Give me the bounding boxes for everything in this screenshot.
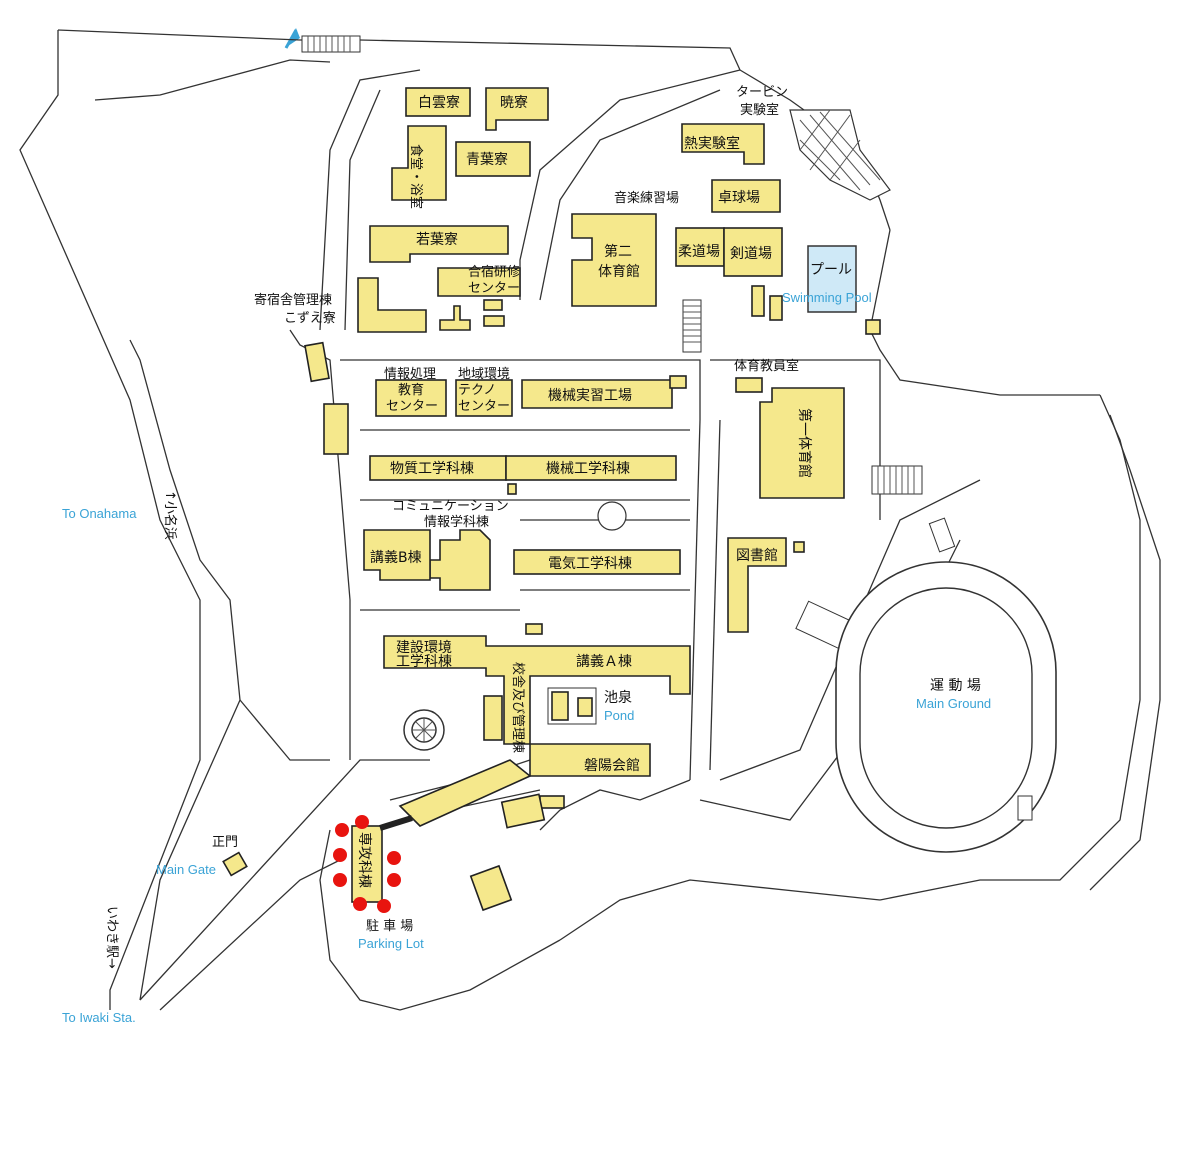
pool [807, 245, 857, 313]
label-kensetsu1: 建設環境 [396, 640, 452, 656]
label-pool: プール [810, 262, 852, 278]
label-shokudo: 食堂・浴室 [408, 144, 424, 209]
label-bayo: 磐陽会館 [584, 757, 640, 774]
label-denki: 電気工学科棟 [548, 556, 632, 572]
label-gyo: 暁寮 [500, 94, 528, 111]
building-gasshuku-annex [439, 305, 471, 331]
turbine-area [789, 109, 891, 201]
label-joho3: センター [386, 399, 438, 414]
label-main-gate: Main Gate [156, 862, 216, 877]
buildings [222, 87, 881, 912]
label-hakuun: 白雲寮 [418, 94, 460, 111]
building-kensetsu [383, 635, 691, 745]
label-to-iwaki: To Iwaki Sta. [62, 1010, 136, 1025]
label-takkyu: 卓球場 [718, 190, 760, 206]
building-kikai [505, 455, 677, 481]
label-parking: Parking Lot [358, 936, 424, 951]
label-chiiki2: テクノ [458, 383, 496, 398]
label-kishuku-kanri: 寄宿舎管理棟 [254, 292, 332, 308]
building-gasshuku [437, 267, 521, 297]
label-joho1: 情報処理 [384, 367, 436, 382]
label-turbine1: タービン [736, 85, 788, 100]
label-kikai: 機械工学科棟 [546, 461, 630, 477]
building-kozue [357, 277, 427, 333]
label-chiiki3: センター [458, 399, 510, 414]
label-chushajo: 駐 車 場 [366, 919, 413, 934]
label-kendo: 剣道場 [730, 246, 772, 262]
label-onahama-jp: ↑小名浜 [162, 490, 178, 540]
label-comm1: コミュニケーション [392, 499, 509, 514]
label-turbine2: 実験室 [740, 102, 779, 118]
label-kozue: こずえ寮 [284, 310, 336, 326]
label-dai2-1: 第二 [604, 243, 632, 260]
roundabout-icon [403, 501, 627, 751]
label-seiyo: 青葉寮 [466, 151, 508, 168]
building-link [398, 759, 532, 827]
label-kensetsu2: 工学科棟 [396, 654, 452, 670]
north-arrow-icon [284, 28, 300, 49]
label-main-ground: Main Ground [916, 696, 991, 711]
label-chisen: 池泉 [604, 689, 632, 706]
building-kishuku-kanri [304, 341, 330, 383]
label-seimon: 正門 [212, 835, 238, 850]
label-comm2: 情報学科棟 [424, 514, 489, 530]
building-bayo [529, 743, 651, 777]
label-ongaku: 音楽練習場 [614, 190, 679, 206]
label-center: センター [468, 281, 520, 296]
building-netsu [681, 123, 765, 165]
building-denki [513, 549, 681, 575]
running-track [835, 517, 1057, 853]
building-wakaba [369, 225, 509, 263]
label-toshokan: 図書館 [736, 547, 778, 564]
building-kendo [723, 227, 783, 277]
label-dai2-2: 体育館 [598, 263, 640, 280]
building-shokudo [391, 125, 447, 201]
label-pool-en: Swimming Pool [782, 290, 872, 305]
label-kogi-a: 講義Ａ棟 [576, 653, 632, 670]
label-taiiku-kyoin: 体育教員室 [734, 358, 799, 374]
label-pond: Pond [604, 708, 634, 723]
building-dai2 [571, 213, 657, 307]
label-iwaki-jp: いわき駅→ [104, 906, 119, 969]
building-toshokan [727, 537, 787, 633]
pond [547, 687, 597, 725]
label-netsu: 熱実験室 [684, 135, 740, 152]
label-joho2: 教育 [398, 382, 424, 398]
building-comm [429, 529, 491, 591]
building-kogi-b [363, 529, 431, 581]
highlight-dots [333, 815, 401, 913]
stairs [301, 35, 923, 650]
building-seimon-gate [222, 851, 248, 877]
label-chiiki1: 地域環境 [458, 367, 510, 382]
label-kogi-b: 講義B棟 [370, 549, 422, 566]
label-busshitsu: 物質工学科棟 [390, 461, 474, 477]
label-kikai-jisshu: 機械実習工場 [548, 388, 632, 404]
label-senko: 専攻科棟 [356, 832, 372, 888]
building-gyo [485, 87, 549, 131]
label-to-onahama: To Onahama [62, 506, 137, 521]
building-kikai-jisshu [521, 379, 673, 409]
building-busshitsu [369, 455, 507, 481]
label-wakaba: 若葉寮 [416, 231, 458, 248]
building-chiiki [455, 379, 513, 417]
label-gasshuku: 合宿研修 [468, 264, 520, 280]
building-seiyo [455, 141, 531, 177]
building-hakuun [405, 87, 471, 117]
label-judo: 柔道場 [678, 244, 720, 260]
building-dai1 [759, 387, 845, 499]
building-joho [375, 379, 447, 417]
label-undojo: 運 動 場 [930, 678, 981, 694]
map-labels: 白雲寮 暁寮 青葉寮 食堂・浴室 若葉寮 合宿研修 センター 寄宿舎管理棟 こず… [62, 85, 991, 1025]
label-kosha: 校舎及び管理棟 [510, 662, 526, 753]
building-takkyu [711, 179, 781, 213]
building-judo [675, 227, 725, 267]
label-dai1: 第一体育館 [796, 408, 813, 478]
